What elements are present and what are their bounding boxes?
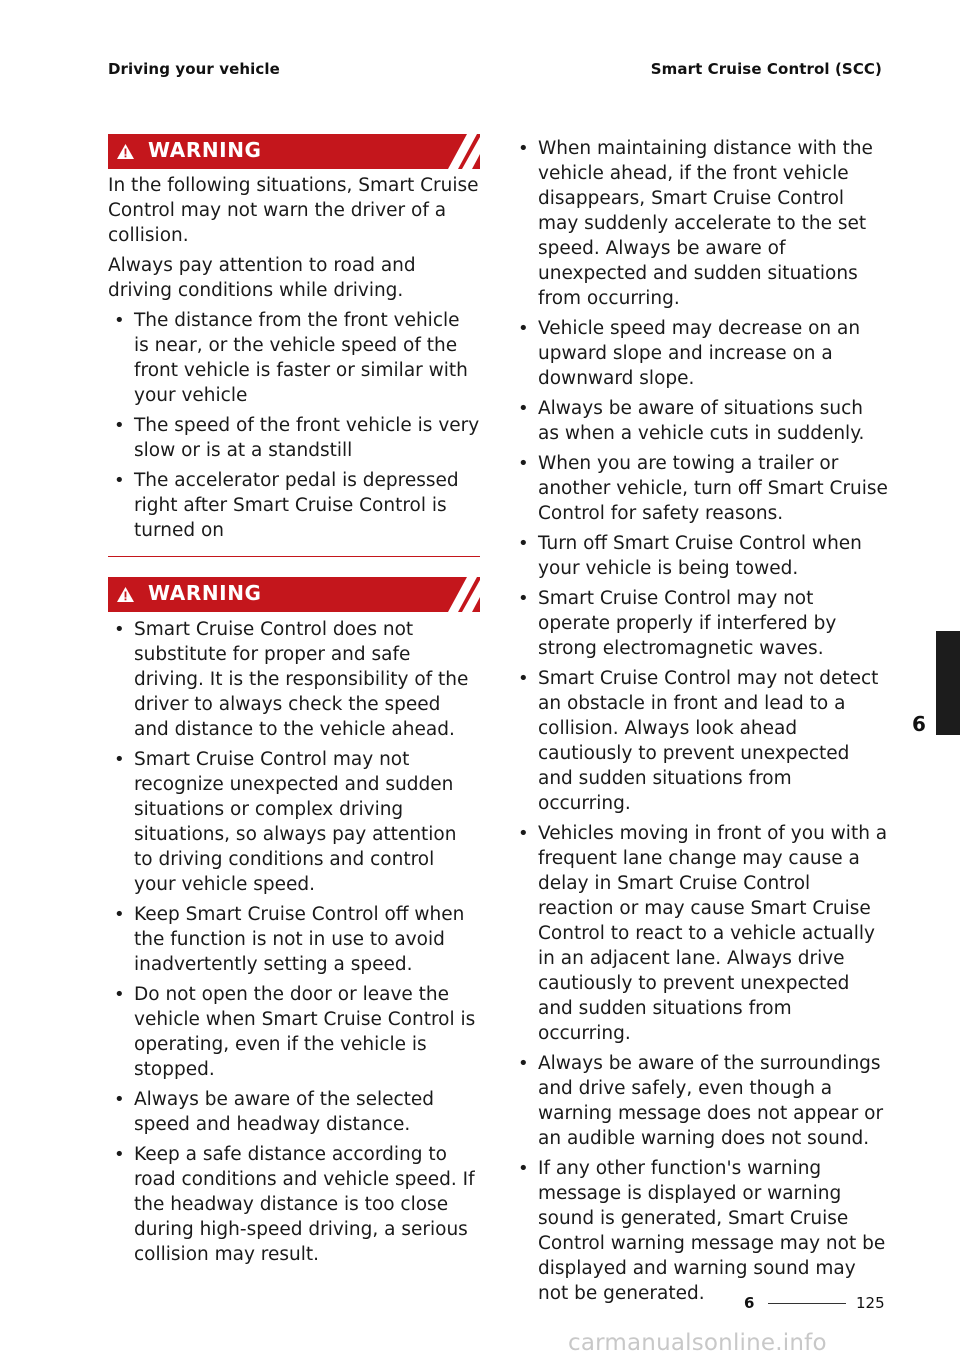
list-item: •The speed of the front vehicle is very … <box>114 415 480 461</box>
list-item: •Smart Cruise Control may not operate pr… <box>518 588 837 659</box>
footer-divider <box>768 1303 846 1304</box>
running-header-section: Driving your vehicle <box>108 60 280 78</box>
list-item: •Always be aware of the surroundings and… <box>518 1053 884 1149</box>
list-item: •Always be aware of situations such as w… <box>518 398 865 444</box>
list-item: •Vehicle speed may decrease on an upward… <box>518 318 861 389</box>
bullet-icon: • <box>518 668 529 689</box>
bullet-icon: • <box>518 1053 529 1074</box>
warning-banner: WARNING <box>108 134 480 169</box>
footer-chapter-number: 6 <box>744 1294 755 1312</box>
bullet-icon: • <box>518 318 529 339</box>
warning-intro-2: Always pay attention to road and driving… <box>108 255 416 301</box>
bullet-icon: • <box>114 470 125 491</box>
bullet-icon: • <box>114 310 125 331</box>
slash-stripes-icon <box>428 134 480 169</box>
list-item: •Smart Cruise Control may not detect an … <box>518 668 879 814</box>
right-column: •When maintaining distance with the vehi… <box>512 131 888 1306</box>
section-divider <box>108 556 480 557</box>
bullet-icon: • <box>114 984 125 1005</box>
list-item: •Vehicles moving in front of you with a … <box>518 823 888 1044</box>
running-header-topic: Smart Cruise Control (SCC) <box>650 60 882 78</box>
bullet-icon: • <box>114 749 125 770</box>
list-item: •Keep Smart Cruise Control off when the … <box>114 904 465 975</box>
list-item: •Always be aware of the selected speed a… <box>114 1089 435 1135</box>
warning-triangle-icon <box>117 587 134 602</box>
page-number: 125 <box>856 1294 885 1312</box>
list-item: •Turn off Smart Cruise Control when your… <box>518 533 862 579</box>
list-item: •Smart Cruise Control may not recognize … <box>114 749 457 895</box>
bullet-icon: • <box>518 588 529 609</box>
bullet-icon: • <box>518 453 529 474</box>
list-item: •If any other function's warning message… <box>518 1158 886 1304</box>
bullet-icon: • <box>114 1144 125 1165</box>
warning-label: WARNING <box>148 138 262 162</box>
list-item: •Keep a safe distance according to road … <box>114 1144 475 1265</box>
warning-intro: In the following situations, Smart Cruis… <box>108 175 479 246</box>
bullet-icon: • <box>114 1089 125 1110</box>
bullet-icon: • <box>518 1158 529 1179</box>
bullet-icon: • <box>114 904 125 925</box>
bullet-icon: • <box>518 138 529 159</box>
warning-banner: WARNING <box>108 577 480 612</box>
warning-label: WARNING <box>148 581 262 605</box>
list-item: •Smart Cruise Control does not substitut… <box>114 619 469 740</box>
chapter-thumb-tab <box>936 631 960 735</box>
list-item: •Do not open the door or leave the vehic… <box>114 984 476 1080</box>
slash-stripes-icon <box>428 577 480 612</box>
bullet-icon: • <box>518 823 529 844</box>
warning-triangle-icon <box>117 144 134 159</box>
chapter-tab-number: 6 <box>912 712 926 736</box>
bullet-icon: • <box>114 415 125 436</box>
list-item: •The distance from the front vehicle is … <box>114 310 468 406</box>
bullet-icon: • <box>518 533 529 554</box>
warning2-bullet-list: •Smart Cruise Control does not substitut… <box>108 617 480 1267</box>
list-item: •When you are towing a trailer or anothe… <box>518 453 888 524</box>
left-column: WARNING In the following situations, Sma… <box>108 134 480 1267</box>
warning1-bullet-list: •The distance from the front vehicle is … <box>108 308 480 543</box>
bullet-icon: • <box>114 619 125 640</box>
right-bullet-list: •When maintaining distance with the vehi… <box>512 136 888 1306</box>
bullet-icon: • <box>518 398 529 419</box>
list-item: •When maintaining distance with the vehi… <box>518 138 873 309</box>
list-item: •The accelerator pedal is depressed righ… <box>114 470 459 541</box>
watermark: carmanualsonline.info <box>568 1330 827 1356</box>
